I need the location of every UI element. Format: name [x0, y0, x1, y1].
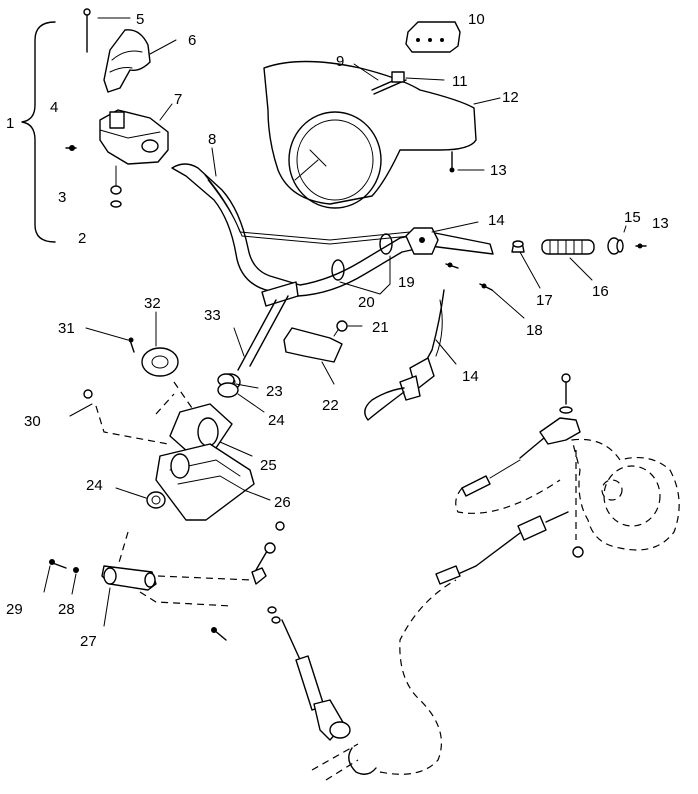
callout-13-upper: 13 [490, 162, 507, 179]
callout-27: 27 [80, 633, 97, 650]
callout-15: 15 [624, 209, 641, 226]
callout-29: 29 [6, 601, 23, 618]
column-support-group [83, 337, 255, 521]
callout-28: 28 [58, 601, 75, 618]
callout-1: 1 [6, 115, 14, 132]
callout-20: 20 [358, 294, 375, 311]
callout-24-lower: 24 [86, 477, 103, 494]
callout-labels: 1 2 3 4 5 6 7 8 9 10 11 12 13 13 14 14 1… [6, 11, 669, 650]
callout-21: 21 [372, 319, 389, 336]
callout-24-upper: 24 [268, 412, 285, 429]
right-grip-area [331, 151, 647, 291]
callout-3: 3 [58, 189, 66, 206]
callout-11: 11 [452, 73, 468, 90]
callout-4: 4 [50, 99, 58, 116]
callout-9: 9 [336, 53, 344, 70]
tether-lanyard [364, 289, 445, 421]
pitman-arm-group [49, 531, 271, 641]
callout-10: 10 [468, 11, 485, 28]
callout-8: 8 [208, 131, 216, 148]
switch-group [371, 21, 461, 95]
callout-16: 16 [592, 283, 609, 300]
callout-7: 7 [174, 91, 182, 108]
callout-14-lower: 14 [462, 368, 479, 385]
callout-13-right: 13 [652, 215, 669, 232]
callout-6: 6 [188, 32, 196, 49]
cable-routing [379, 373, 680, 775]
callout-31: 31 [58, 320, 75, 337]
callout-32: 32 [144, 295, 161, 312]
steering-post-group [219, 281, 348, 391]
callout-14-upper: 14 [488, 212, 505, 229]
callout-2: 2 [78, 230, 86, 247]
callout-17: 17 [536, 292, 553, 309]
callout-33: 33 [204, 307, 221, 324]
callout-26: 26 [274, 494, 291, 511]
callout-30: 30 [24, 413, 41, 430]
throttle-housing-group [65, 8, 169, 208]
assembly-bracket [21, 21, 56, 243]
callout-23: 23 [266, 383, 283, 400]
callout-12: 12 [502, 89, 519, 106]
callout-18: 18 [526, 322, 543, 339]
handlebar-cover [263, 60, 477, 209]
callout-5: 5 [136, 11, 144, 28]
lower-steering-cable [264, 521, 377, 781]
callout-22: 22 [322, 397, 339, 414]
leader-lines [43, 17, 627, 627]
callout-25: 25 [260, 457, 277, 474]
callout-19: 19 [398, 274, 415, 291]
handlebar [171, 163, 494, 297]
